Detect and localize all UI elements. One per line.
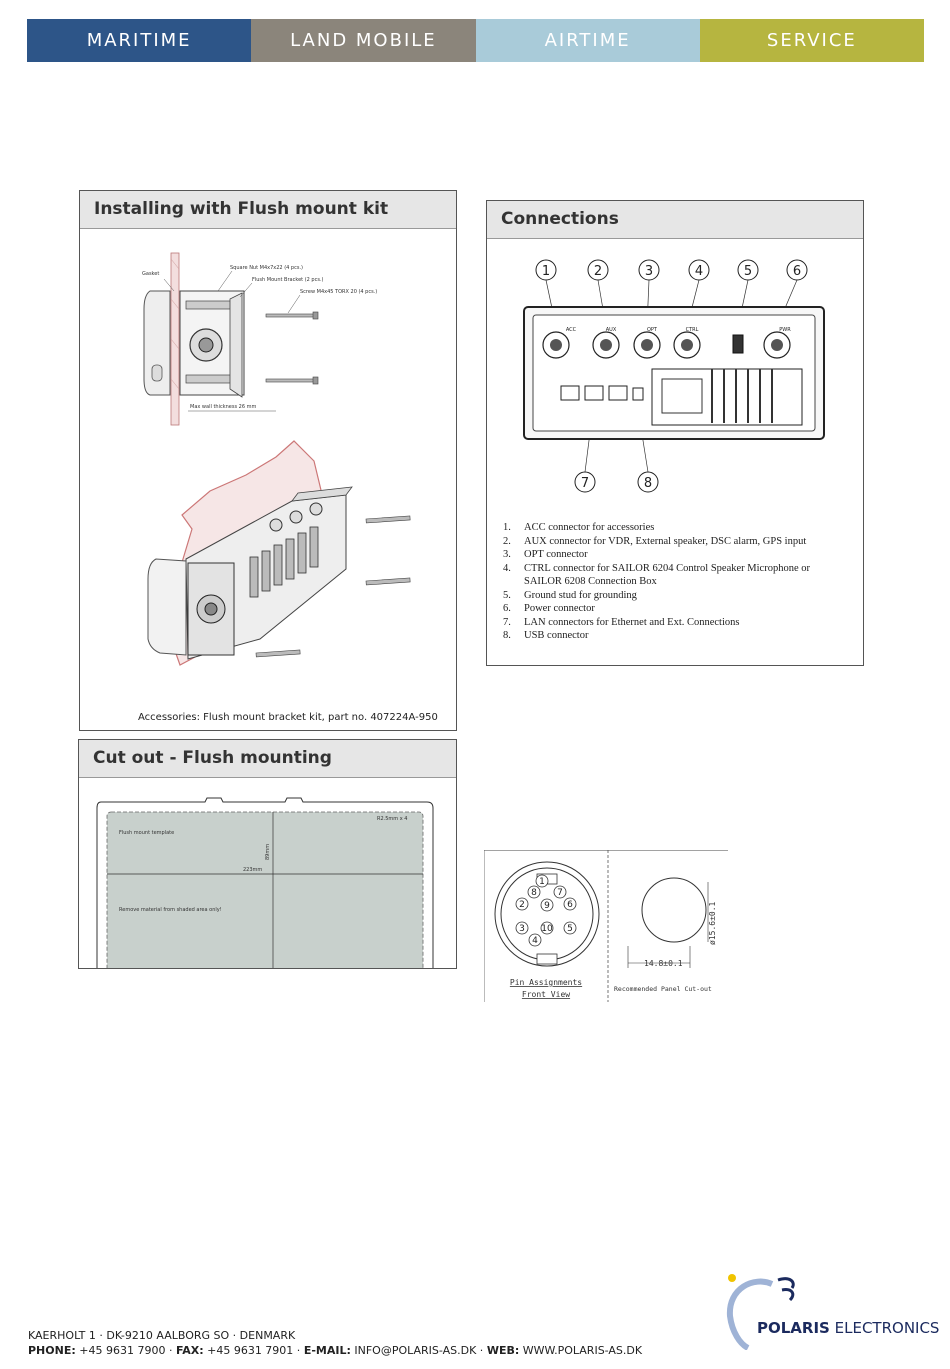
nav-maritime[interactable]: MARITIME [27, 19, 252, 62]
footer: KAERHOLT 1 · DK-9210 AALBORG SO · DENMAR… [28, 1329, 642, 1357]
svg-text:2: 2 [594, 264, 602, 279]
wall-thickness-label: Max wall thickness 26 mm [190, 404, 256, 410]
polaris-logo-icon [726, 1274, 795, 1350]
svg-text:10: 10 [541, 924, 553, 934]
cutout-caption: Recommended Panel Cut-out [614, 985, 712, 993]
polaris-wordmark: POLARIS ELECTRONICS [757, 1319, 940, 1337]
flush-mount-panel: Installing with Flush mount kit Gasket S… [79, 190, 457, 731]
bracket-label: Flush Mount Bracket (2 pcs.) [252, 277, 324, 283]
web-link[interactable]: WWW.POLARIS-AS.DK [522, 1344, 643, 1357]
connections-title: Connections [487, 201, 863, 239]
template-label: Flush mount template [119, 830, 174, 836]
svg-text:4: 4 [695, 264, 703, 279]
nav-airtime[interactable]: AIRTIME [475, 19, 700, 62]
svg-text:5: 5 [744, 264, 752, 279]
pin-caption-1: Pin Assignments [510, 978, 582, 987]
svg-text:8: 8 [644, 476, 652, 491]
footer-address: KAERHOLT 1 · DK-9210 AALBORG SO · DENMAR… [28, 1329, 296, 1342]
phone-value[interactable]: +45 9631 7900 [79, 1344, 166, 1357]
connections-list: 1.ACC connector for accessories 2.AUX co… [503, 521, 824, 643]
list-item: 6.Power connector [503, 603, 595, 614]
list-item: 4.CTRL connector for SAILOR 6204 Control… [503, 562, 810, 588]
svg-text:8: 8 [531, 888, 537, 898]
svg-text:ACC: ACC [566, 327, 577, 333]
svg-text:4: 4 [532, 936, 538, 946]
list-item: 8.USB connector [503, 630, 589, 641]
svg-text:9: 9 [544, 901, 550, 911]
fax-value: +45 9631 7901 [207, 1344, 294, 1357]
radius-label: R2.5mm x 4 [377, 816, 408, 822]
flush-mount-caption: Accessories: Flush mount bracket kit, pa… [138, 712, 438, 723]
svg-text:1: 1 [542, 264, 550, 279]
footer-contact: PHONE: +45 9631 7900 · FAX: +45 9631 790… [28, 1344, 643, 1357]
list-item: 5.Ground stud for grounding [503, 589, 637, 601]
svg-text:OPT: OPT [647, 327, 658, 333]
svg-text:2: 2 [519, 900, 525, 910]
svg-text:AUX: AUX [606, 327, 617, 333]
email-link[interactable]: INFO@POLARIS-AS.DK [354, 1344, 477, 1357]
list-item: 2.AUX connector for VDR, External speake… [503, 535, 807, 547]
square-nut-label: Square Nut M4x7x22 (4 pcs.) [230, 265, 303, 271]
svg-text:3: 3 [645, 264, 653, 279]
diameter-label: ø15.6±0.1 [708, 901, 717, 945]
svg-text:6: 6 [793, 264, 801, 279]
svg-text:7: 7 [557, 888, 563, 898]
flush-mount-drawing: Gasket Square Nut M4x7x22 (4 pcs.) Flush… [142, 252, 411, 666]
svg-text:CTRL: CTRL [686, 327, 699, 333]
svg-text:PWR: PWR [779, 327, 791, 333]
list-item: 7.LAN connectors for Ethernet and Ext. C… [503, 616, 740, 628]
nav-service[interactable]: SERVICE [699, 19, 924, 62]
pin-caption-2: Front View [522, 990, 570, 999]
cutout-template: Flush mount template R2.5mm x 4 223mm 89… [96, 797, 434, 968]
list-item: 1.ACC connector for accessories [503, 522, 655, 533]
remove-label: Remove material from shaded area only! [119, 907, 222, 913]
svg-text:3: 3 [519, 924, 525, 934]
gasket-label: Gasket [142, 271, 159, 277]
svg-text:6: 6 [567, 900, 573, 910]
top-navigation: MARITIME LAND MOBILE AIRTIME SERVICE [27, 19, 924, 62]
svg-text:7: 7 [581, 476, 589, 491]
cutout-panel: Cut out - Flush mounting Flush mount tem… [78, 739, 457, 969]
svg-text:5: 5 [567, 924, 573, 934]
connections-panel: Connections 1 2 3 4 5 6 7 8 [486, 200, 864, 666]
nav-land-mobile[interactable]: LAND MOBILE [251, 19, 476, 62]
pin-figure: 1 2 3 4 5 6 7 8 9 10 Pin Assignments Fro… [484, 850, 728, 1002]
width-label: 223mm [243, 867, 262, 873]
height-label: 89mm [265, 844, 271, 860]
svg-text:1: 1 [539, 877, 545, 887]
polaris-logo: POLARIS ELECTRONICS [720, 1270, 939, 1355]
flush-mount-title: Installing with Flush mount kit [80, 191, 456, 229]
list-item: 3.OPT connector [503, 549, 588, 560]
connections-drawing: 1 2 3 4 5 6 7 8 [523, 259, 825, 493]
cutout-width-label: 14.8±0.1 [644, 959, 683, 968]
screw-label: Screw M4x45 TORX 20 (4 pcs.) [300, 289, 377, 295]
cutout-title: Cut out - Flush mounting [79, 740, 456, 778]
